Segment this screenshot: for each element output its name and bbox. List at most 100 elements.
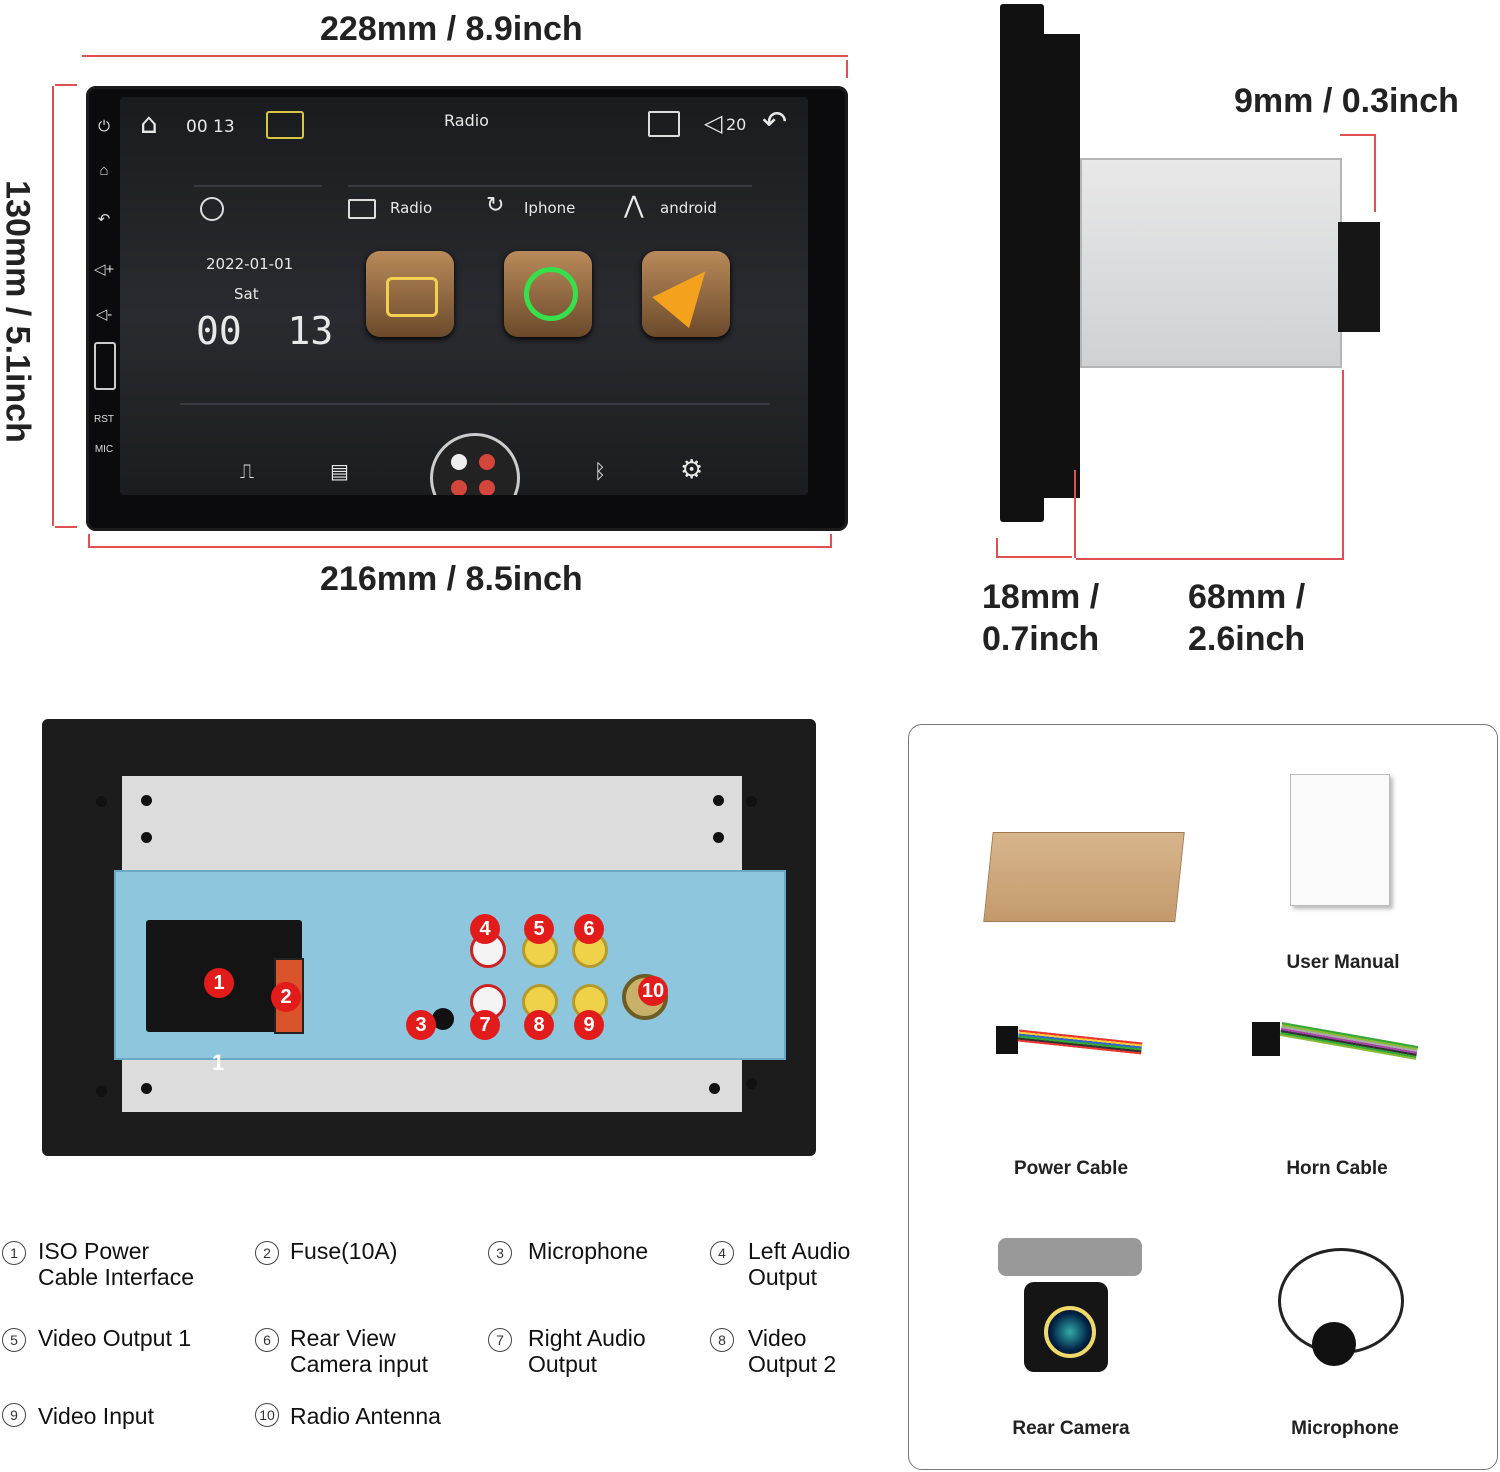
legend-number: 4 [710, 1241, 734, 1265]
legend-number: 6 [255, 1328, 279, 1352]
head-unit-display: ⌂ 00 13 Radio ◁ 20 ↶ 2022-01-01 Sat 00 1… [120, 97, 808, 495]
volume-up-icon[interactable]: ◁+ [94, 261, 115, 278]
legend-line: Camera input [290, 1351, 429, 1377]
apps-dot [451, 480, 467, 495]
screw [96, 796, 107, 807]
legend-line: ISO Power [38, 1238, 150, 1264]
horn-cable-image [1252, 1020, 1422, 1080]
power-icon[interactable]: ⏻ [98, 118, 110, 135]
horn-cable-label: Horn Cable [1286, 1158, 1388, 1179]
radio-header-icon [348, 199, 376, 219]
depth-body-line [1076, 558, 1344, 560]
height-left-tick-top [55, 84, 77, 86]
legend-line: Output [748, 1264, 818, 1290]
app-label-iphone: Iphone [524, 199, 576, 217]
apps-dot [479, 480, 495, 495]
port-badge: 4 [470, 914, 500, 944]
weekday-text: Sat [234, 285, 259, 303]
clock-icon [200, 197, 224, 221]
height-left-tick-bottom [55, 526, 77, 528]
legend-number: 10 [255, 1403, 279, 1427]
depth-front-label-1: 18mm / [982, 578, 1100, 616]
volume-icon[interactable]: ◁ [704, 109, 723, 137]
depth-front-label-2: 0.7inch [982, 620, 1100, 658]
horn-cable-plug [1252, 1022, 1280, 1056]
port-badge: 7 [470, 1010, 500, 1040]
height-left-line [52, 86, 54, 526]
depth-tick-a [996, 538, 998, 556]
legend-line: Video Input [38, 1403, 154, 1429]
usb-dock-icon[interactable]: ⎍ [240, 459, 254, 483]
date-text: 2022-01-01 [206, 255, 294, 273]
depth-body-label-2: 2.6inch [1188, 620, 1306, 658]
android-auto-header-icon: ⋀ [624, 191, 644, 219]
home-icon[interactable]: ⌂ [140, 107, 158, 140]
screw [96, 1086, 107, 1097]
rst-label: RST [94, 414, 114, 425]
rear-camera-label: Rear Camera [1012, 1418, 1130, 1439]
status-time: 00 13 [186, 117, 235, 137]
microphone-head [1312, 1322, 1356, 1366]
screw [746, 1078, 757, 1089]
screw [141, 1083, 152, 1094]
legend-number: 2 [255, 1241, 279, 1265]
microphone-jack[interactable] [432, 1008, 454, 1030]
app-label-android: android [660, 199, 717, 217]
port-badge: 2 [271, 982, 301, 1012]
carplay-app-button[interactable] [504, 251, 592, 337]
legend-line: Right Audio [528, 1325, 646, 1351]
file-dock-icon[interactable]: ▤ [330, 459, 349, 483]
legend-line: Radio Antenna [290, 1403, 441, 1429]
port-badge: 3 [406, 1010, 436, 1040]
screw [713, 795, 724, 806]
port-badge: 6 [574, 914, 604, 944]
clock-digits: 00 13 [196, 309, 334, 353]
legend-line: Output 2 [748, 1351, 837, 1377]
android-auto-app-button[interactable] [642, 251, 730, 337]
port-badge: 1 [204, 968, 234, 998]
height-left-label: 130mm / 5.1inch [0, 180, 37, 443]
settings-gear-icon[interactable]: ⚙ [680, 455, 704, 485]
legend-line: Microphone [528, 1238, 649, 1264]
home-side-icon[interactable]: ⌂ [99, 162, 109, 179]
side-view-bezel [1000, 4, 1044, 522]
apps-menu-button[interactable] [430, 433, 520, 495]
legend-text: Video Input [38, 1403, 154, 1429]
side-view-connector [1338, 222, 1380, 332]
volume-level: 20 [726, 115, 747, 134]
depth-front-line [996, 556, 1072, 558]
rear-camera-image [998, 1238, 1142, 1378]
back-plate-marker: 1 [212, 1050, 225, 1075]
width-bottom-line [88, 546, 832, 548]
power-cable-label: Power Cable [1013, 1158, 1129, 1179]
legend-line: Left Audio [748, 1238, 851, 1264]
legend-number: 9 [2, 1403, 26, 1427]
legend-number: 7 [488, 1328, 512, 1352]
clock-panel-divider [194, 185, 322, 187]
width-bottom-tick-left [88, 534, 90, 548]
radio-app-button[interactable] [366, 251, 454, 337]
apps-dot [479, 454, 495, 470]
power-cable-image [996, 1022, 1146, 1078]
legend-line: Video Output 1 [38, 1325, 192, 1351]
back-arrow-icon[interactable]: ↶ [762, 105, 788, 140]
mic-label: MIC [94, 444, 114, 455]
legend-number: 5 [2, 1328, 26, 1352]
volume-down-icon[interactable]: ◁- [95, 306, 113, 323]
back-side-icon[interactable]: ↶ [97, 211, 111, 228]
radio-app-icon [386, 277, 438, 317]
depth-tick-b [1074, 470, 1076, 558]
app-label-radio: Radio [390, 199, 433, 217]
legend-line: Fuse(10A) [290, 1238, 398, 1264]
power-cable-wires [1017, 1029, 1143, 1055]
legend-line: Output [528, 1351, 598, 1377]
screw [746, 796, 757, 807]
display-settings-icon[interactable] [648, 111, 680, 137]
bluetooth-dock-icon[interactable]: ᛒ [594, 459, 606, 483]
width-top-tick-right [846, 60, 848, 78]
depth-tick-c [1342, 370, 1344, 560]
depth-body-label-1: 68mm / [1188, 578, 1306, 616]
user-manual-image [1290, 774, 1390, 906]
